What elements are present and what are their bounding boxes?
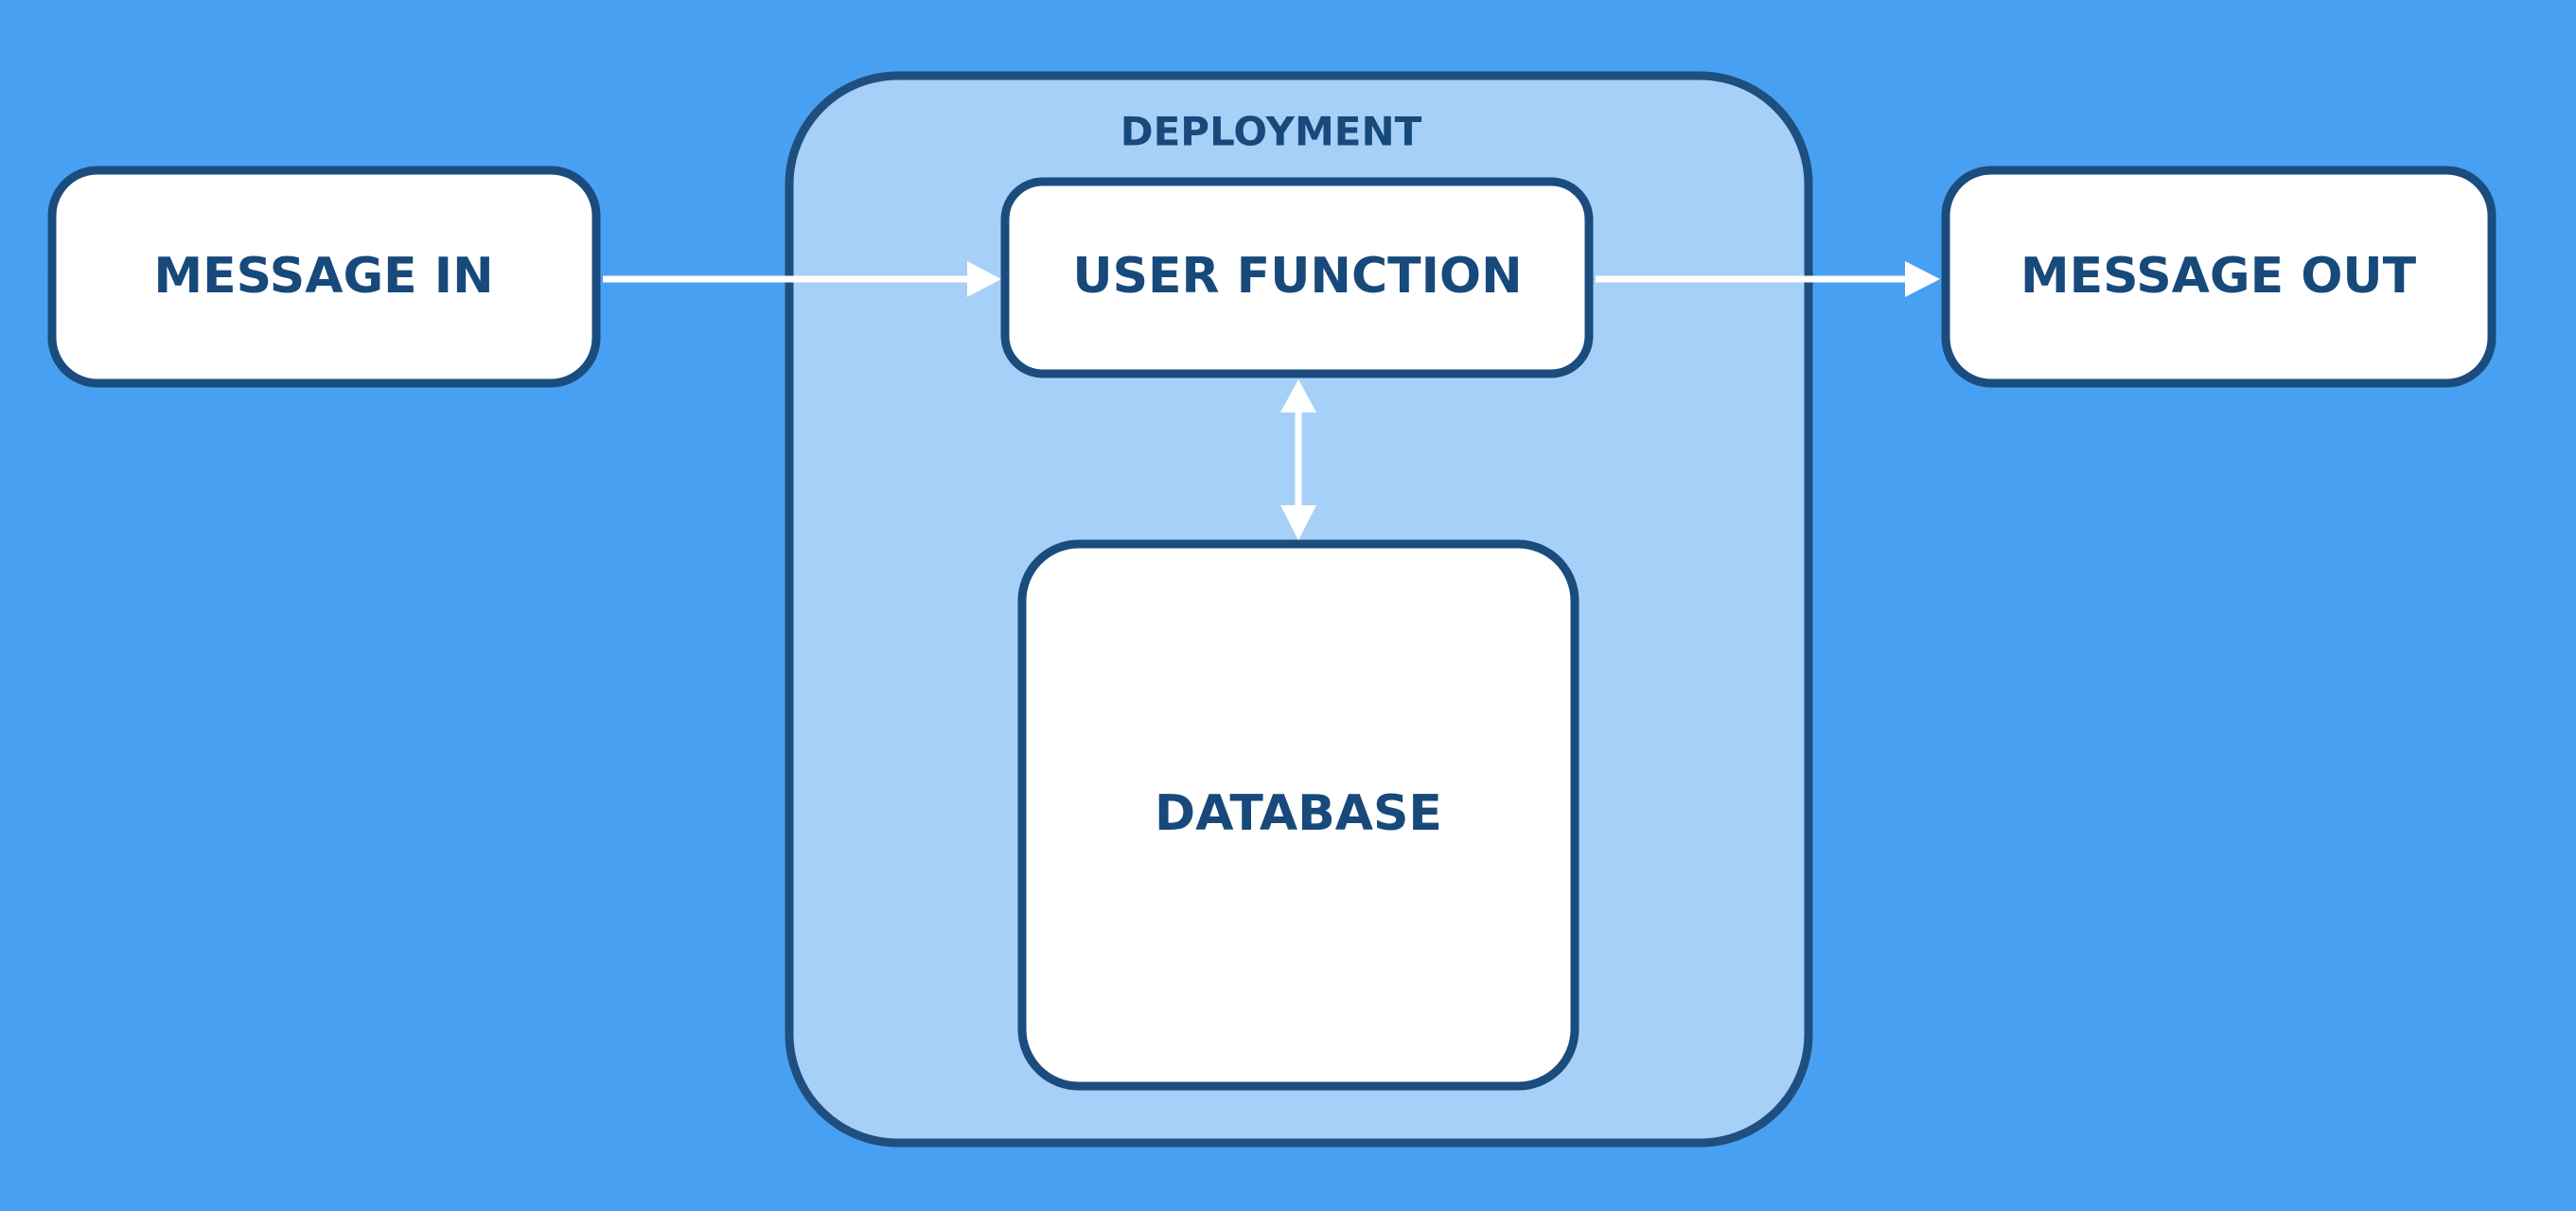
deployment-label: DEPLOYMENT (1120, 109, 1422, 155)
database-label: DATABASE (1155, 785, 1442, 842)
arrowhead-up (1280, 379, 1316, 412)
user-function-label: USER FUNCTION (1072, 248, 1522, 305)
arrowhead-right (967, 261, 1001, 297)
node-user-function: USER FUNCTION (1000, 177, 1594, 378)
arrowhead-down (1280, 505, 1316, 540)
database-box (1017, 539, 1579, 1091)
node-message-in: MESSAGE IN (47, 166, 601, 388)
message-in-label: MESSAGE IN (153, 248, 493, 305)
node-message-out: MESSAGE OUT (1941, 166, 2497, 388)
arrow-user-function-to-message-out (1596, 261, 1940, 297)
edges (603, 261, 1940, 540)
arrow-user-function-database-bidirectional (1280, 379, 1316, 540)
message-out-box (1941, 166, 2497, 388)
message-in-box (47, 166, 601, 388)
user-function-box (1000, 177, 1594, 378)
arrow-message-in-to-user-function (603, 261, 1001, 297)
arrowhead-right (1905, 261, 1940, 297)
node-database: DATABASE (1017, 539, 1579, 1091)
message-out-label: MESSAGE OUT (2020, 248, 2417, 305)
